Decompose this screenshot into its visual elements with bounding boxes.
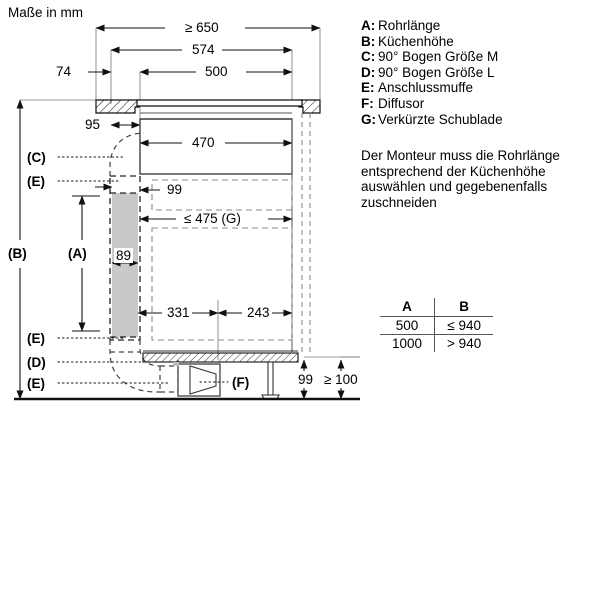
dim-drawer-width: 470 <box>190 135 217 150</box>
dim-min-clearance: ≥ 100 <box>322 372 360 387</box>
legend-item-d: D:90° Bogen Größe L <box>361 65 503 81</box>
dim-331: 331 <box>165 305 192 320</box>
installation-note: Der Monteur muss die Rohrlänge entsprech… <box>361 148 560 210</box>
legend-value-a: Rohrlänge <box>378 18 441 33</box>
legend-value-d: 90° Bogen Größe L <box>378 64 495 80</box>
callout-a: (A) <box>68 246 87 261</box>
legend-key-f: F: <box>361 95 374 111</box>
legend-key-b: B: <box>361 33 376 49</box>
cabinet-dashed-outline <box>301 113 311 352</box>
table-row: 1000 > 940 <box>380 334 493 352</box>
dim-short-drawer: ≤ 475 (G) <box>182 211 243 226</box>
callout-c: (C) <box>27 150 46 165</box>
legend-key-d: D: <box>361 64 376 80</box>
legend-value-e: Anschlussmuffe <box>378 80 474 96</box>
table-cell-b-1: ≤ 940 <box>434 316 494 335</box>
legend-key-e: E: <box>361 80 375 96</box>
legend-item-g: G:Verkürzte Schublade <box>361 112 503 128</box>
worktop-right-hatched <box>298 99 321 114</box>
table-cell-a-2: 1000 <box>380 334 436 352</box>
legend-item-c: C:90° Bogen Größe M <box>361 49 503 65</box>
table-header-row: A B <box>380 298 494 317</box>
legend-item-b: B:Küchenhöhe <box>361 34 503 50</box>
base-plate-hatched <box>142 350 299 363</box>
table-cell-a-1: 500 <box>380 316 436 335</box>
elbow-lower-dashed <box>109 340 179 396</box>
dim-left-offset: 74 <box>54 64 74 79</box>
dim-cutout-width: 574 <box>190 42 217 57</box>
dimension-arrows <box>16 24 345 400</box>
page-title: Maße in mm <box>8 5 84 20</box>
dim-243: 243 <box>245 305 272 320</box>
worktop-left-hatched <box>95 99 140 114</box>
support-post <box>261 361 280 400</box>
legend-key-a: A: <box>361 18 376 33</box>
legend-key-g: G: <box>361 111 376 127</box>
dim-inner-width: 500 <box>203 64 230 79</box>
dim-top-offset: 95 <box>83 117 103 132</box>
legend-item-a: A:Rohrlänge <box>361 18 503 34</box>
callout-e-upper: (E) <box>27 174 45 189</box>
legend-value-c: 90° Bogen Größe M <box>378 49 499 65</box>
legend: A:Rohrlänge B:Küchenhöhe C:90° Bogen Grö… <box>361 18 503 127</box>
dim-duct-depth: 89 <box>114 248 134 263</box>
legend-item-e: E:Anschlussmuffe <box>361 80 503 96</box>
callout-leader-lines <box>57 156 229 384</box>
elbow-upper-dashed <box>109 132 145 176</box>
table-header-b: B <box>434 298 494 317</box>
table-cell-b-2: > 940 <box>447 336 482 351</box>
dim-duct-offset: 99 <box>165 182 185 197</box>
cooktop-plate <box>136 99 303 107</box>
legend-value-g: Verkürzte Schublade <box>378 111 503 127</box>
dimension-table: A B 500 ≤ 940 1000 > 940 <box>380 298 494 352</box>
callout-f: (F) <box>232 375 250 390</box>
legend-value-f: Diffusor <box>378 95 425 111</box>
callout-e-lower: (E) <box>27 376 45 391</box>
legend-item-f: F:Diffusor <box>361 96 503 112</box>
table-header-a: A <box>380 298 436 317</box>
table-row: 500 ≤ 940 <box>380 316 494 335</box>
callout-e-middle: (E) <box>27 331 45 346</box>
legend-value-b: Küchenhöhe <box>378 33 454 49</box>
short-drawer-dashed-box <box>151 179 293 341</box>
dim-overall-width: ≥ 650 <box>183 20 221 35</box>
legend-key-c: C: <box>361 49 376 65</box>
dim-floor-gap: 99 <box>296 372 316 387</box>
callout-b: (B) <box>8 246 27 261</box>
diffusor-body <box>173 362 221 397</box>
callout-d: (D) <box>27 355 46 370</box>
